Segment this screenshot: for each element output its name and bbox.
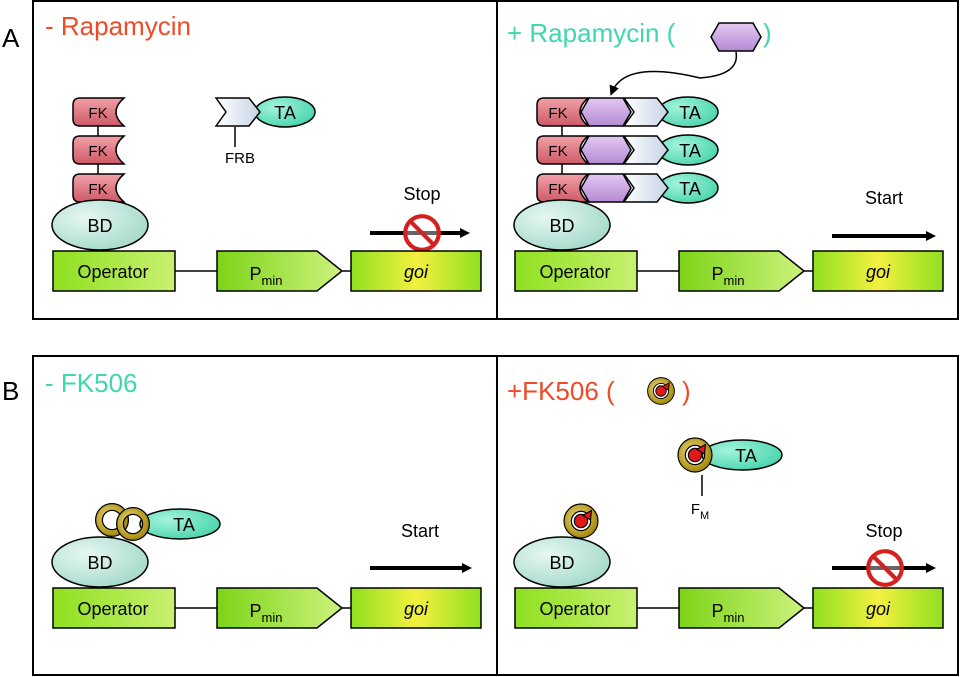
svg-text:FK: FK [548,105,567,122]
svg-text:Operator: Operator [539,262,610,282]
svg-text:Pmin: Pmin [712,601,745,625]
frb-label: FRB [225,150,255,167]
fm-ta-fusion: TA FM [682,440,783,522]
panel-title: + Rapamycin ( [507,18,676,48]
fk-domain: FK [72,135,125,165]
svg-text:): ) [763,18,772,48]
svg-text:FK: FK [548,181,567,198]
stop-sign-icon [868,551,902,585]
panel-b-plus-fk506: +FK506 ( ) TA FM BD Stop Operator Pmin g… [507,376,944,629]
start-label: Start [401,521,439,541]
svg-text:FK: FK [88,181,107,198]
row-b-label: B [2,376,19,406]
svg-text:FK: FK [548,143,567,160]
svg-text:Pmin: Pmin [250,601,283,625]
svg-text:TA: TA [173,515,195,535]
svg-text:Operator: Operator [77,262,148,282]
fk506-icon [651,381,672,402]
panel-a-plus-rapamycin: + Rapamycin ( ) FK TA FK TA FK [507,18,944,292]
gene-construct: Operator Pmin goi [514,587,944,629]
row-a-label: A [2,23,20,53]
svg-text:BD: BD [549,216,574,236]
svg-text:FM: FM [691,501,709,522]
gene-construct: Operator Pmin goi [514,250,944,292]
binding-domain: BD [513,536,611,588]
svg-text:goi: goi [866,599,891,619]
svg-text:TA: TA [735,446,757,466]
svg-text:TA: TA [679,179,701,199]
binding-domain: BD [51,199,149,251]
fk-domain: FK [72,97,125,127]
binding-domain: BD [513,199,611,251]
gene-construct: Operator Pmin goi [52,250,482,292]
panel-frames [32,0,959,676]
stop-sign-icon [405,216,439,250]
panel-title: - Rapamycin [45,11,191,41]
svg-text:goi: goi [404,262,429,282]
svg-text:Operator: Operator [77,599,148,619]
stop-label: Stop [865,521,902,541]
stop-label: Stop [403,184,440,204]
svg-text:goi: goi [404,599,429,619]
svg-text:TA: TA [679,141,701,161]
frb-ta-fusion: TA FRB [215,96,316,167]
rapamycin-icon [710,22,762,52]
svg-text:Pmin: Pmin [250,264,283,288]
fk-rapamycin-frb-ta-complex: FK TA [536,172,719,204]
svg-text:Pmin: Pmin [712,264,745,288]
svg-text:FK: FK [88,143,107,160]
panel-title: +FK506 ( [507,376,615,406]
binding-domain: BD [51,536,149,588]
fkbp-ligand-bound [568,508,595,535]
svg-text:goi: goi [866,262,891,282]
fk-rapamycin-frb-ta-complex: FK TA [536,134,719,166]
svg-text:BD: BD [87,553,112,573]
svg-text:): ) [682,376,691,406]
start-label: Start [865,188,903,208]
panel-b-minus-fk506: - FK506 BD TA Start Operator Pmin goi [45,368,482,629]
svg-text:TA: TA [679,103,701,123]
fk-domain: FK [72,173,125,203]
svg-text:BD: BD [549,553,574,573]
panel-title: - FK506 [45,368,138,398]
fk-rapamycin-frb-ta-complex: FK TA [536,96,719,128]
svg-text:FK: FK [88,105,107,122]
gene-construct: Operator Pmin goi [52,587,482,629]
svg-text:Operator: Operator [539,599,610,619]
svg-text:TA: TA [274,103,296,123]
dimerized-fkbp-ta: TA [95,503,221,541]
panel-a-minus-rapamycin: - Rapamycin FK FK FK BD TA FRB Stop [45,11,482,292]
svg-text:BD: BD [87,216,112,236]
